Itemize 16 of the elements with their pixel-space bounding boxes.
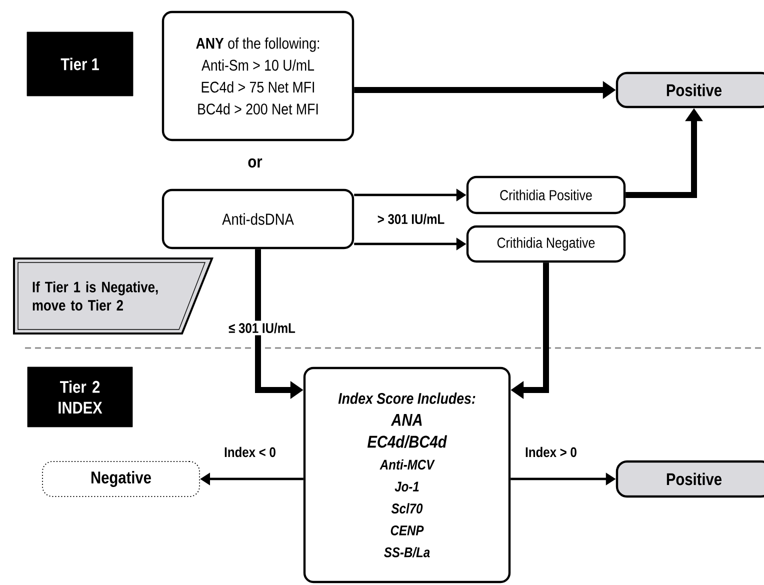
result-box: Positive [616,460,764,498]
connector-word: or [248,158,262,168]
process-box: Crithidia Positive [466,176,626,214]
process-box: Crithidia Negative [466,225,626,263]
result-box: Negative [42,460,200,497]
result-box: Positive [616,72,764,108]
note-banner: If Tier 1 is Negative, move to Tier 2 [13,258,214,334]
tier-label: Tier 2 INDEX [27,366,133,428]
edge-label: > 301 IU/mL [375,212,447,226]
edge-label: ≤ 301 IU/mL [226,320,298,336]
index-box: Index Score Includes: ANA EC4d/BC4d Anti-MCV Jo-1 Scl70 CENP SS-B/La [303,366,511,584]
edge-label: Index < 0 [222,444,278,460]
test-box: Anti-dsDNA [162,188,354,250]
edge-label: Index > 0 [523,444,579,460]
criteria-box: ANY of the following: Anti-Sm > 10 U/mL EC4d > 75 Net MFI BC4d > 200 Net MFI [162,10,354,142]
tier-label: Tier 1 [26,32,134,96]
